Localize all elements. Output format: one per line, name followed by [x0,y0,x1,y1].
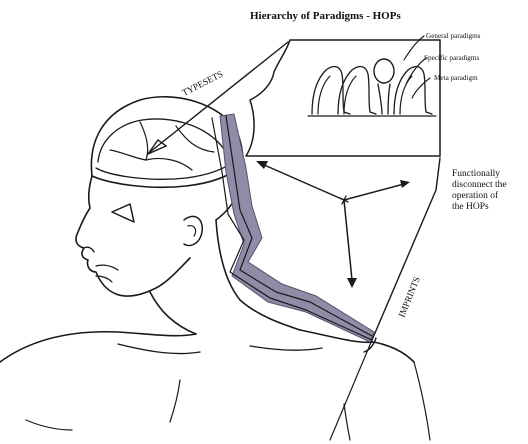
label-general-paradigms: General paradigms [426,32,481,40]
note-line-4: the HOPs [452,202,489,212]
functional-note: Functionally disconnect the operation of… [452,169,507,212]
label-meta-paradigm: Meta paradigm [434,74,478,82]
diagram-title: Hierarchy of Paradigms - HOPs [250,10,401,22]
nerve-pathway [212,114,374,342]
note-line-1: Functionally [452,169,500,179]
arrowhead-to-note [400,180,410,188]
disconnect-arrows [256,161,410,288]
lightning-bolt [220,114,374,342]
label-imprints: IMPRINTS [397,275,422,319]
label-specific-paradigms: Specific paradigms [424,54,479,62]
label-typesets: TYPESETS [180,69,224,98]
arrowhead-to-neck [347,278,357,288]
head-illustration [0,97,430,440]
note-line-2: disconnect the [452,180,507,190]
arrowhead-to-head [256,161,268,169]
note-line-3: operation of [452,190,499,201]
imprints-connector [330,158,440,440]
hops-box [150,36,440,156]
